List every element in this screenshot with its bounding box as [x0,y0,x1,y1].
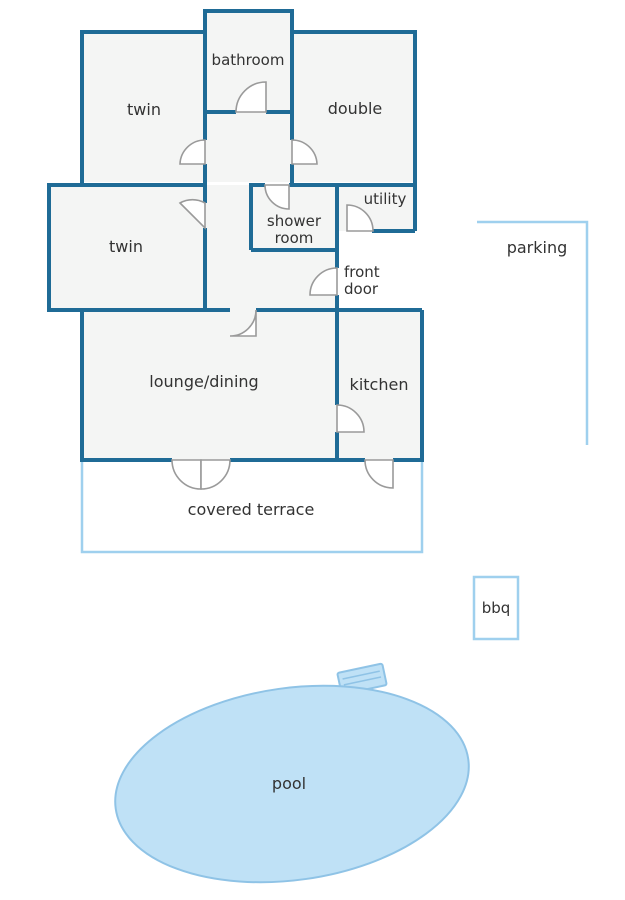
walls [47,9,424,462]
label-terrace: covered terrace [188,500,315,519]
label-lounge: lounge/dining [149,372,258,391]
door-terrace-right [200,459,231,490]
door-lounge [229,309,257,337]
label-shower-2: room [275,229,314,247]
bbq-outline [472,575,520,641]
door-front [309,267,338,296]
label-front-2: door [344,280,379,298]
labels: bathroom twin double twin shower room ut… [109,51,567,793]
label-kitchen: kitchen [350,375,409,394]
label-twin-mid: twin [109,237,143,256]
door-twin-mid [178,198,206,230]
door-utility [346,204,374,232]
door-twin-top [179,139,206,165]
label-pool: pool [272,774,306,793]
door-kitchen [336,404,365,433]
label-front-1: front [344,263,380,281]
parking-outline [477,220,589,445]
pool-group [114,662,470,884]
label-parking: parking [507,238,568,257]
door-shower [264,184,290,210]
doors [171,81,394,490]
door-double [291,139,318,165]
pool-shape [114,684,470,884]
label-bbq: bbq [482,599,511,617]
door-terrace-left [171,459,202,490]
label-utility: utility [364,190,407,208]
label-shower-1: shower [267,212,322,230]
label-twin-top: twin [127,100,161,119]
door-bathroom [235,81,267,113]
label-double: double [328,99,383,118]
label-bathroom: bathroom [212,51,285,69]
door-kitchen-exterior [364,459,394,489]
